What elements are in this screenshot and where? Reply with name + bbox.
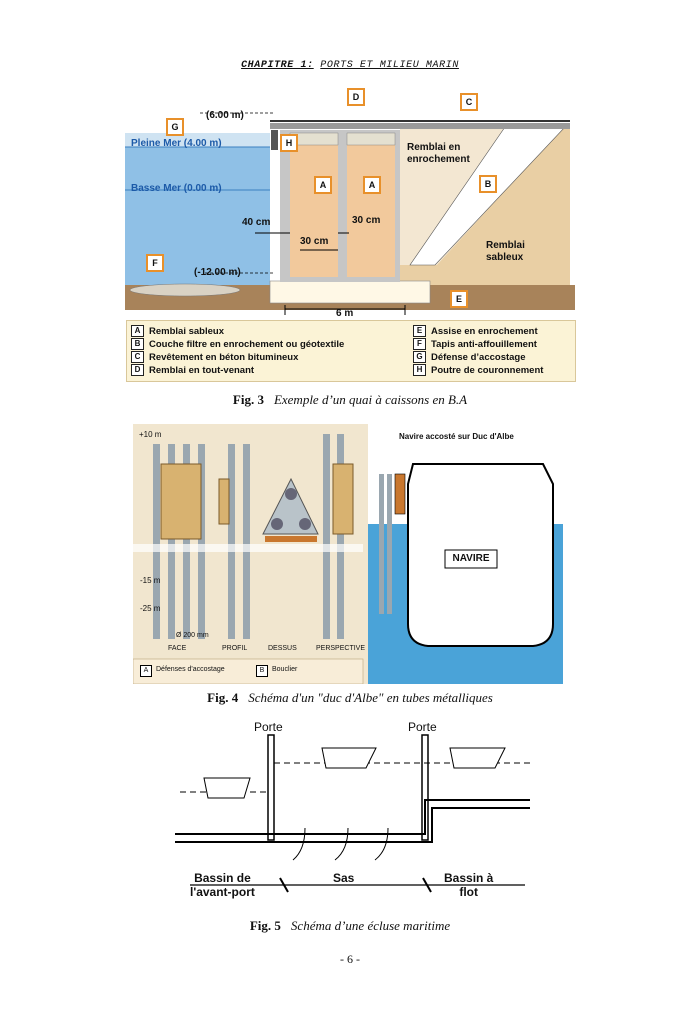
marker-F: F xyxy=(146,254,164,272)
profile-view-piles xyxy=(218,444,250,639)
marker-E: E xyxy=(450,290,468,308)
rubble-foundation xyxy=(269,280,431,304)
zone-enrochement: Remblai en enrochement xyxy=(407,142,470,165)
basin-left-line1: Bassin de xyxy=(194,871,251,885)
gate-right xyxy=(421,734,429,841)
chapter-subject: PORTS ET MILIEU MARIN xyxy=(320,60,459,71)
face-view-piles xyxy=(153,444,205,639)
legend-key-A: A xyxy=(140,665,152,677)
basin-right-line2: flot xyxy=(459,885,478,899)
fig5-caption-text: Schéma d’une écluse maritime xyxy=(290,918,451,933)
marker-G: G xyxy=(166,118,184,136)
elev-top-label: +10 m xyxy=(139,430,162,439)
marker-A-left: A xyxy=(314,176,332,194)
dim-wall-outer: 40 cm xyxy=(242,217,271,228)
gate-left-label: Porte xyxy=(254,720,283,734)
fig3-quay-diagram xyxy=(125,85,575,320)
perspective-view-piles xyxy=(323,434,354,639)
basin-right-line1: Bassin à xyxy=(444,871,494,885)
fig5-caption-number: Fig. 5 xyxy=(249,918,281,933)
view-perspective-label: PERSPECTIVE xyxy=(316,645,366,652)
chapter-header: CHAPITRE 1: PORTS ET MILIEU MARIN xyxy=(0,60,700,71)
level-bottom-label: (-12.00 m) xyxy=(194,267,241,278)
boat-1 xyxy=(203,777,251,799)
dim-wall-mid: 30 cm xyxy=(352,215,381,226)
sas-label: Sas xyxy=(333,871,355,885)
view-profil-label: PROFIL xyxy=(222,645,248,652)
marker-D: D xyxy=(347,88,365,106)
fig4-caption: Fig. 4 Schéma d'un "duc d'Albe" en tubes … xyxy=(0,690,700,706)
gate-left xyxy=(267,734,275,841)
basin-right-label: Bassin à flot xyxy=(444,871,493,899)
marker-A-right: A xyxy=(363,176,381,194)
zone-sableux: Remblai sableux xyxy=(486,240,525,263)
fig5-caption: Fig. 5 Schéma d’une écluse maritime xyxy=(0,918,700,934)
marker-B: B xyxy=(479,175,497,193)
sea-water xyxy=(125,147,270,297)
fig4-caption-number: Fig. 4 xyxy=(207,690,239,705)
lock-floor xyxy=(175,799,530,835)
legend-text-B: Bouclier xyxy=(272,666,298,673)
legend-text-A: Défenses d'accostage xyxy=(156,666,225,673)
page-number: - 6 - xyxy=(340,952,360,966)
ship-title: Navire accosté sur Duc d'Albe xyxy=(399,432,514,441)
elev-mid-label: -15 m xyxy=(140,576,161,585)
view-face-label: FACE xyxy=(168,645,187,652)
ship-label: NAVIRE xyxy=(452,553,490,564)
boat-2 xyxy=(321,747,377,769)
marker-H: H xyxy=(280,134,298,152)
legend-key-B: B xyxy=(256,665,268,677)
view-dessus-label: DESSUS xyxy=(268,645,297,652)
diameter-label: Ø 200 mm xyxy=(176,632,209,639)
level-top-label: (6.00 m) xyxy=(206,110,244,121)
basin-left-label: Bassin de l'avant-port xyxy=(190,871,255,899)
marker-C: C xyxy=(460,93,478,111)
boat-3 xyxy=(449,747,506,769)
basin-left-line2: l'avant-port xyxy=(190,885,255,899)
fig5-lock-diagram xyxy=(175,734,530,893)
level-pleine-mer-label: Pleine Mer (4.00 m) xyxy=(131,138,222,149)
level-basse-mer-label: Basse Mer (0.00 m) xyxy=(131,183,222,194)
dim-width: 6 m xyxy=(336,308,354,319)
fig3-caption-text: Exemple d’un quai à caissons en B.A xyxy=(273,392,468,407)
fig3-caption: Fig. 3 Exemple d’un quai à caissons en B.… xyxy=(0,392,700,408)
fig4-caption-text: Schéma d'un "duc d'Albe" en tubes métall… xyxy=(248,690,493,705)
gate-right-label: Porte xyxy=(408,720,437,734)
fig4-dolphin-diagram xyxy=(133,424,563,684)
chapter-label: CHAPITRE 1: xyxy=(241,60,314,71)
elev-low-label: -25 m xyxy=(140,604,161,613)
fig3-caption-number: Fig. 3 xyxy=(232,392,264,407)
dim-wall-inner: 30 cm xyxy=(300,236,329,247)
